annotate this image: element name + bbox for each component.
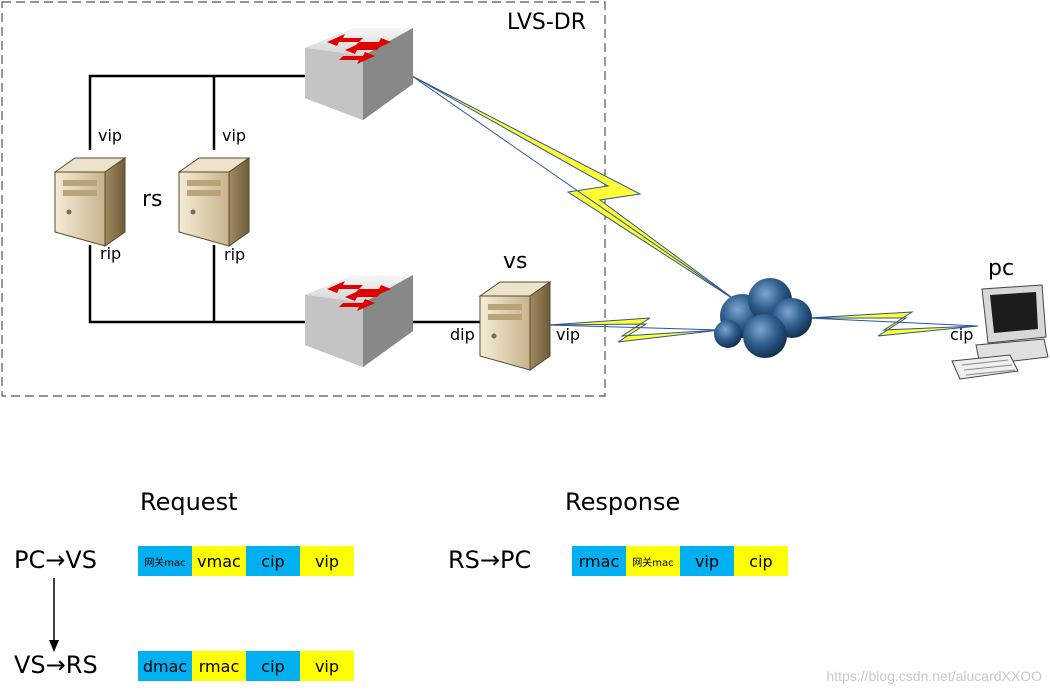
rs1-vip-label: vip bbox=[98, 126, 123, 145]
vs-dip-label: dip bbox=[450, 325, 475, 344]
packet-field-src-mac: dmac bbox=[138, 651, 192, 681]
rs-label: rs bbox=[142, 187, 163, 212]
packet-field-src-ip: vip bbox=[680, 546, 734, 576]
packet-field-dst-ip: cip bbox=[734, 546, 788, 576]
internet-cloud-icon bbox=[714, 278, 812, 358]
real-server-1 bbox=[53, 157, 127, 247]
virtual-server bbox=[478, 281, 552, 371]
packet-rs-to-pc: rmac 网关mac vip cip bbox=[572, 546, 788, 576]
request-heading: Request bbox=[140, 488, 238, 516]
packet-field-src-mac: rmac bbox=[572, 546, 626, 576]
lightning-link-top bbox=[411, 75, 739, 303]
packet-field-src-mac: 网关mac bbox=[138, 546, 192, 576]
wiring bbox=[88, 74, 482, 324]
diagram-title: LVS-DR bbox=[507, 10, 587, 35]
packet-field-dst-ip: vip bbox=[300, 546, 354, 576]
packet-field-dst-mac: vmac bbox=[192, 546, 246, 576]
rs2-rip-label: rip bbox=[224, 245, 246, 264]
pc-cip-label: cip bbox=[950, 325, 974, 344]
watermark: https://blog.csdn.net/alucardXXOO bbox=[826, 668, 1042, 684]
packet-field-src-ip: cip bbox=[246, 546, 300, 576]
packet-field-src-ip: cip bbox=[246, 651, 300, 681]
packet-vs-to-rs: dmac rmac cip vip bbox=[138, 651, 354, 681]
switch-bottom bbox=[305, 275, 413, 367]
flow-arrow-down bbox=[49, 578, 59, 652]
rs1-rip-label: rip bbox=[100, 244, 122, 263]
switch-top bbox=[305, 28, 413, 120]
pc-computer-icon bbox=[951, 284, 1049, 380]
vs-vip-label: vip bbox=[556, 325, 581, 344]
vs-label: vs bbox=[503, 249, 528, 274]
flow-vs-to-rs-label: VS→RS bbox=[14, 651, 98, 679]
packet-field-dst-mac: rmac bbox=[192, 651, 246, 681]
flow-rs-to-pc-label: RS→PC bbox=[448, 546, 532, 574]
packet-field-dst-mac: 网关mac bbox=[626, 546, 680, 576]
rs2-vip-label: vip bbox=[222, 126, 247, 145]
flow-pc-to-vs-label: PC→VS bbox=[14, 546, 97, 574]
pc-label: pc bbox=[988, 256, 1015, 281]
lightning-link-pc bbox=[807, 311, 979, 337]
packet-field-dst-ip: vip bbox=[300, 651, 354, 681]
real-server-2 bbox=[177, 157, 251, 247]
response-heading: Response bbox=[565, 488, 681, 516]
packet-pc-to-vs: 网关mac vmac cip vip bbox=[138, 546, 354, 576]
